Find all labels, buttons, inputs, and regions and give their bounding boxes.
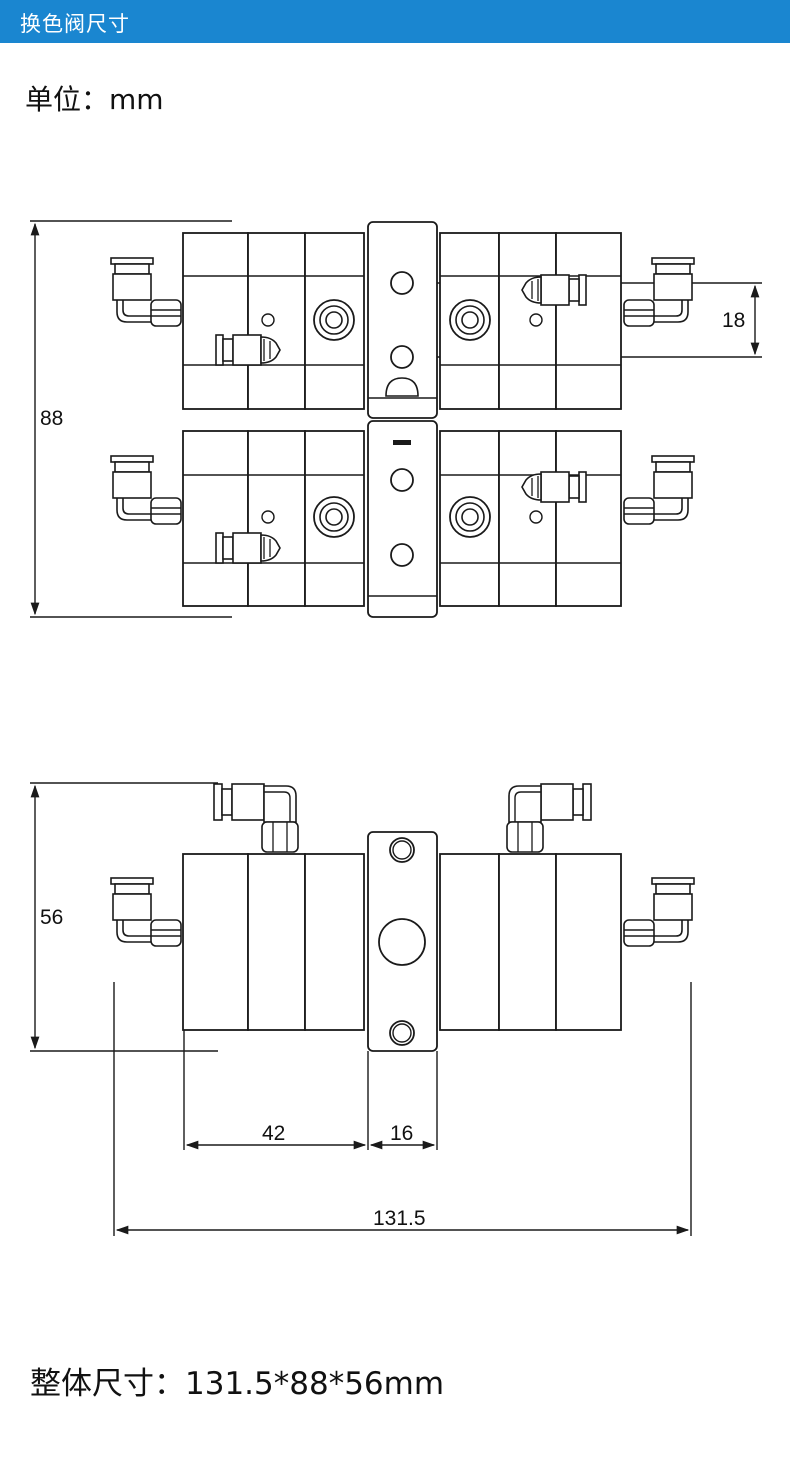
valve-row-upper [110, 221, 695, 419]
dim-131-5-label: 131.5 [373, 1207, 426, 1230]
dim-16-label: 16 [390, 1122, 413, 1145]
top-view: 88 18 [30, 220, 762, 618]
dim-18-label: 18 [722, 309, 745, 332]
top-fitting-left [213, 783, 299, 853]
unit-label: 单位：mm [25, 83, 164, 116]
valve-row-lower [110, 420, 695, 618]
dim-56-label: 56 [40, 906, 63, 929]
dim-88-label: 88 [40, 407, 63, 430]
overall-size-text: 整体尺寸：131.5*88*56mm [30, 1366, 445, 1402]
dim-42-label: 42 [262, 1122, 285, 1145]
page-title: 换色阀尺寸 [20, 12, 130, 36]
header-bar: 换色阀尺寸 [0, 0, 790, 43]
top-fitting-right [506, 783, 592, 853]
front-view: 56 42 16 131.5 [30, 782, 695, 1236]
